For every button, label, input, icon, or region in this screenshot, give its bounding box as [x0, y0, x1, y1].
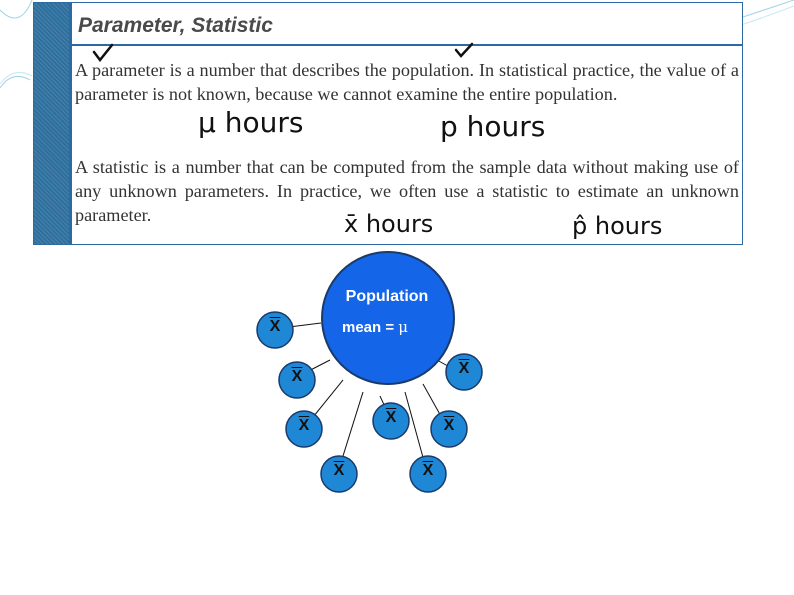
sample-mean-label: X	[422, 462, 434, 479]
statistic-definition: A statistic is a number that can be comp…	[75, 157, 739, 225]
corner-decoration-right	[734, 0, 794, 27]
panel-sidebar	[34, 3, 69, 244]
sample-mean-label: X	[385, 409, 397, 426]
checkmark-icon	[92, 43, 114, 62]
sample-circle	[409, 455, 447, 493]
checkmark-icon	[454, 42, 474, 58]
sample-mean-label: X	[333, 462, 345, 479]
population-circle	[321, 251, 455, 385]
sample-circle	[320, 455, 358, 493]
annotation-p-hours: p hours	[440, 110, 546, 143]
parameter-definition: A parameter is a number that describes t…	[75, 60, 739, 104]
sample-circle	[256, 311, 294, 349]
sample-circle	[445, 353, 483, 391]
population-mean: mean = μ	[342, 318, 408, 336]
panel-title: Parameter, Statistic	[78, 14, 273, 37]
sample-mean-label: X	[298, 417, 310, 434]
sample-mean-label: X	[269, 318, 281, 335]
panel-title-rule	[72, 44, 742, 46]
sample-mean-label: X	[291, 368, 303, 385]
sample-circle	[285, 410, 323, 448]
annotation-mu-hours: μ hours	[198, 106, 304, 139]
panel-divider	[69, 3, 72, 244]
annotation-phat-hours: p̂ hours	[572, 212, 663, 240]
sample-mean-label: X	[458, 360, 470, 377]
sample-circle	[430, 410, 468, 448]
sample-circle	[278, 361, 316, 399]
sample-circle	[372, 402, 410, 440]
definition-panel: Parameter, Statistic A parameter is a nu…	[33, 2, 743, 245]
sample-mean-label: X	[443, 417, 455, 434]
annotation-xbar-hours: x̄ hours	[344, 210, 434, 238]
corner-decoration-left	[0, 0, 33, 89]
mean-label: mean =	[342, 319, 395, 336]
population-label: Population	[345, 288, 429, 305]
population-sample-diagram	[256, 251, 483, 493]
mean-symbol: μ	[398, 318, 409, 336]
